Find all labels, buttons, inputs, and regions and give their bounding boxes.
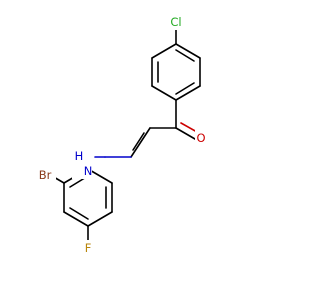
atom-label-nh: N H (71, 148, 92, 179)
bromine-label: Br (39, 168, 52, 182)
atom-label-br: Br (34, 167, 56, 183)
bromofluorophenyl-ring (63, 168, 113, 227)
chlorine-label: Cl (170, 15, 181, 29)
oxygen-label: O (196, 131, 205, 145)
atom-label-o: O (195, 130, 208, 146)
molecule-structure: Cl O N H Br F (34, 14, 208, 256)
fluorine-label: F (85, 241, 92, 255)
nitrogen-label: N (84, 164, 93, 178)
chlorophenyl-ring (151, 43, 201, 101)
atom-label-cl: Cl (166, 14, 186, 30)
enone-chain (94, 99, 198, 158)
atom-label-f: F (81, 240, 95, 256)
nh-hydrogen-label: H (75, 149, 84, 163)
